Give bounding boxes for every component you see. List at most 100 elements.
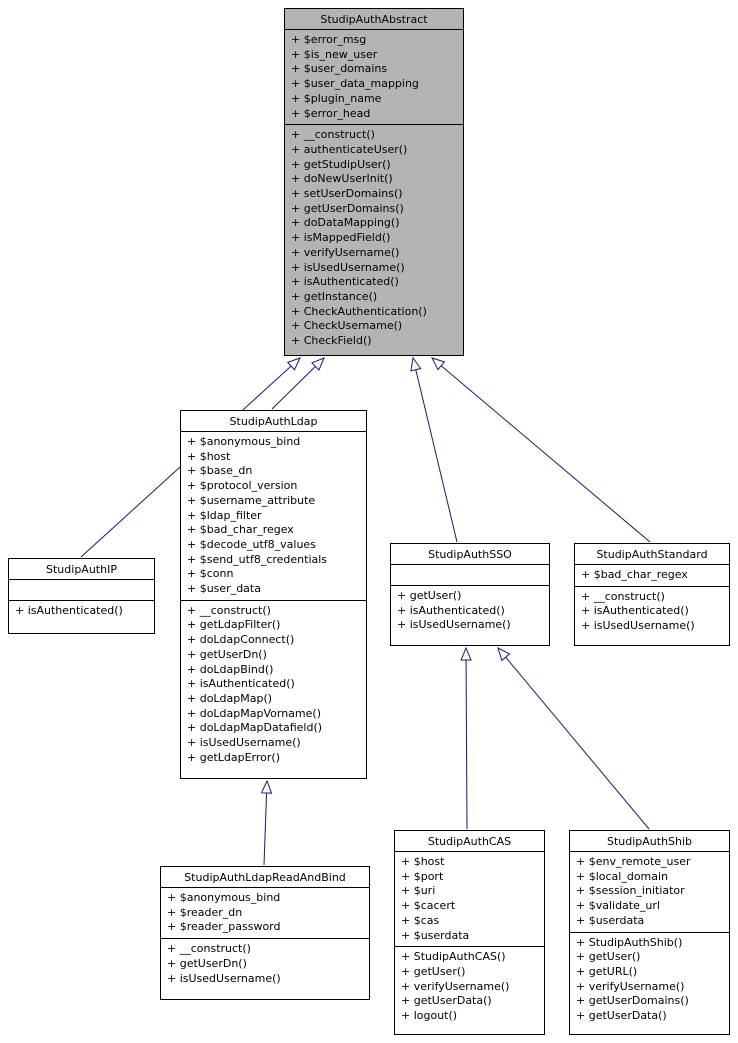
field-row: + $host (187, 449, 231, 463)
method-row: + __construct() (291, 128, 375, 142)
edge-studipauthldap-to-studipauthabstract (271, 357, 325, 410)
method-row: + __construct() (581, 589, 665, 603)
field-row: + $reader_dn (167, 905, 243, 919)
method-row: + isUsedUsername() (581, 619, 695, 633)
class-fields-section: + $anonymous_bind+ $host+ $base_dn+ $pro… (181, 431, 366, 600)
method-row: + logout() (401, 1009, 458, 1023)
method-row: + isAuthenticated() (581, 604, 689, 618)
class-node-studipauthstandard[interactable]: StudipAuthStandard+ $bad_char_regex+ __c… (574, 543, 730, 646)
method-row: + authenticateUser() (291, 142, 408, 156)
class-fields-section: + $env_remote_user+ $local_domain+ $sess… (570, 851, 729, 932)
method-row: + setUserDomains() (291, 187, 403, 201)
class-node-studipauthsso[interactable]: StudipAuthSSO + getUser()+ isAuthenticate… (390, 543, 550, 646)
method-row: + getUserData() (401, 994, 492, 1008)
field-row: + $cacert (401, 899, 456, 913)
class-node-studipauthip[interactable]: StudipAuthIP+ isAuthenticated() (8, 558, 155, 634)
edge-studipauthcas-to-studipauthsso (460, 646, 472, 830)
method-row: + getUser() (576, 950, 641, 964)
class-title: StudipAuthShib (606, 835, 693, 848)
class-title: StudipAuthSSO (428, 548, 512, 561)
field-row: + $user_data_mapping (291, 77, 419, 91)
class-node-studipauthldap[interactable]: StudipAuthLdap+ $anonymous_bind+ $host+ … (180, 410, 367, 779)
class-fields-section (391, 564, 549, 585)
method-row: + CheckAuthentication() (291, 304, 427, 318)
class-fields-section: + $bad_char_regex (575, 564, 729, 586)
field-row: + $local_domain (576, 869, 669, 883)
method-row: + isUsedUsername() (397, 618, 511, 632)
method-row: + getUser() (401, 964, 466, 978)
field-row: + $is_new_user (291, 47, 378, 61)
method-row: + doLdapMapVorname() (187, 706, 321, 720)
edge-studipauthldapreadandbind-to-studipauthldap (260, 779, 273, 866)
class-node-studipauthabstract[interactable]: StudipAuthAbstract + $error_msg+ $is_new_… (284, 8, 464, 356)
edge-studipauthsso-to-studipauthabstract (410, 356, 458, 543)
field-row: + $validate_url (576, 899, 660, 913)
field-row: + $error_head (291, 106, 371, 120)
method-row: + CheckField() (291, 334, 372, 348)
class-methods-section: + StudipAuthShib()+ getUser()+ getURL()+… (570, 931, 729, 1034)
class-methods-section: + __construct()+ getUserDn()+ isUsedUser… (161, 938, 369, 999)
class-fields-section: + $host+ $port+ $uri+ $cacert+ $cas+ $us… (395, 851, 544, 946)
field-row: + $conn (187, 567, 234, 581)
field-row: + $user_domains (291, 62, 388, 76)
field-row: + $session_initiator (576, 884, 685, 898)
field-row: + $anonymous_bind (187, 435, 301, 448)
field-row: + $host (401, 855, 445, 868)
method-row: + getUserDn() (167, 956, 247, 970)
method-row: + StudipAuthCAS() (401, 950, 506, 964)
field-row: + $userdata (576, 913, 645, 927)
method-row: + isUsedUsername() (187, 736, 301, 750)
field-row: + $port (401, 869, 444, 883)
method-row: + isAuthenticated() (15, 604, 123, 617)
method-row: + getLdapError() (187, 750, 281, 764)
class-title: StudipAuthLdapReadAndBind (184, 871, 346, 884)
class-title: StudipAuthCAS (427, 835, 512, 848)
method-row: + isAuthenticated() (397, 603, 505, 617)
field-row: + $reader_password (167, 920, 281, 934)
method-row: + verifyUsername() (576, 979, 685, 993)
method-row: + getInstance() (291, 289, 378, 303)
class-fields-section: + $anonymous_bind+ $reader_dn+ $reader_p… (161, 887, 369, 938)
class-title: StudipAuthAbstract (320, 13, 428, 26)
class-methods-section: + __construct()+ isAuthenticated()+ isUs… (575, 585, 729, 645)
class-methods-section: + getUser()+ isAuthenticated()+ isUsedUs… (391, 585, 549, 645)
field-row: + $base_dn (187, 464, 253, 478)
class-node-studipauthcas[interactable]: StudipAuthCAS + $host+ $port+ $uri+ $cace… (394, 830, 545, 1035)
method-row: + doNewUserInit() (291, 172, 393, 186)
method-row: + verifyUsername() (401, 979, 510, 993)
field-row: + $anonymous_bind (167, 891, 281, 904)
method-row: + getUserDn() (187, 647, 267, 661)
class-node-studipauthldapreadandbind[interactable]: StudipAuthLdapReadAndBind + $anonymous_bi… (160, 866, 370, 1000)
class-fields-section: + $error_msg+ $is_new_user+ $user_domain… (285, 29, 463, 124)
field-row: + $protocol_version (187, 479, 298, 493)
method-row: + getURL() (576, 964, 638, 978)
method-row: + getLdapFilter() (187, 618, 281, 632)
method-row: + isAuthenticated() (291, 275, 399, 289)
method-row: + __construct() (167, 942, 251, 956)
method-row: + __construct() (187, 603, 271, 617)
field-row: + $error_msg (291, 33, 367, 46)
method-row: + doLdapBind() (187, 662, 274, 676)
field-row: + $bad_char_regex (581, 568, 688, 581)
field-row: + $uri (401, 884, 436, 898)
edge-studipauthstandard-to-studipauthabstract (431, 357, 651, 543)
field-row: + $ldap_filter (187, 508, 262, 522)
method-row: + getUserData() (576, 1009, 667, 1023)
field-row: + $decode_utf8_values (187, 537, 316, 551)
method-row: + doLdapMapDatafield() (187, 721, 323, 735)
method-row: + CheckUsername() (291, 319, 403, 333)
field-row: + $userdata (401, 928, 470, 942)
method-row: + verifyUsername() (291, 245, 400, 259)
class-title: StudipAuthLdap (229, 415, 318, 428)
class-node-studipauthshib[interactable]: StudipAuthShib + $env_remote_user+ $local… (569, 830, 730, 1035)
class-fields-section (9, 579, 154, 600)
method-row: + doLdapMap() (187, 691, 273, 705)
method-row: + doLdapConnect() (187, 633, 295, 647)
field-row: + $cas (401, 913, 440, 927)
edge-studipauthshib-to-studipauthsso (497, 647, 650, 830)
class-methods-section: + __construct()+ getLdapFilter()+ doLdap… (181, 599, 366, 778)
method-row: + isUsedUsername() (167, 971, 281, 985)
method-row: + getStudipUser() (291, 157, 391, 171)
method-row: + isUsedUsername() (291, 260, 405, 274)
